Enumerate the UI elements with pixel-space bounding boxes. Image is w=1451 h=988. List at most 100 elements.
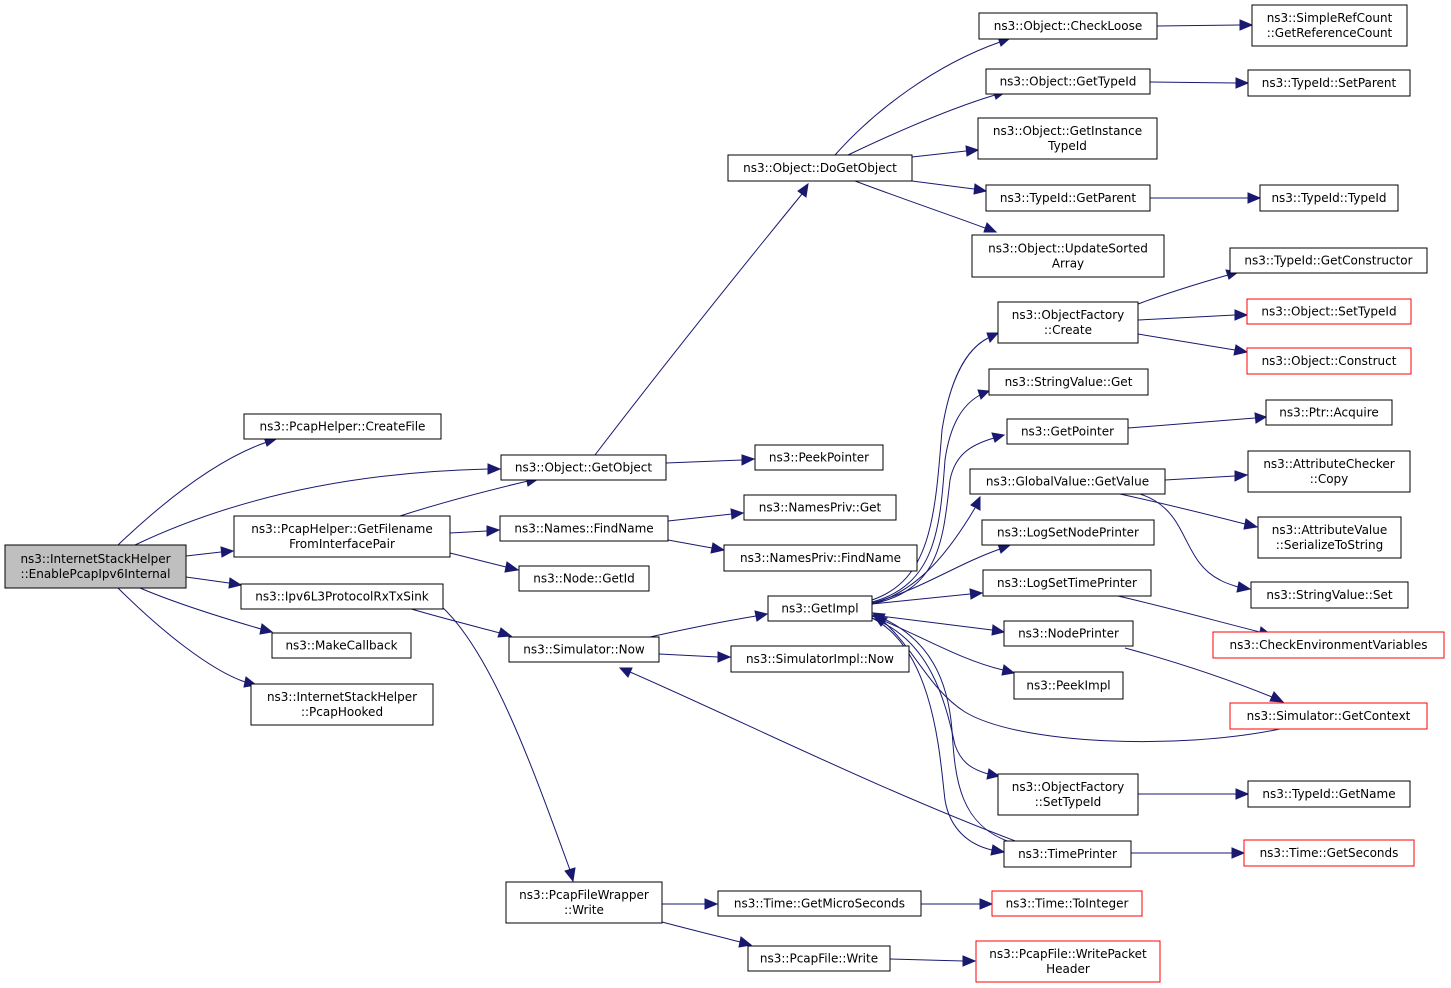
node-dogetobject[interactable]: ns3::Object::DoGetObject xyxy=(727,154,913,182)
edge-pfwwrite-getmicro xyxy=(662,898,719,910)
node-timeprinter[interactable]: ns3::TimePrinter xyxy=(1003,840,1132,868)
node-label: ns3::PcapFile::Write xyxy=(760,952,878,966)
node-makecallback[interactable]: ns3::MakeCallback xyxy=(271,632,412,659)
node-label: ns3::GlobalValue::GetValue xyxy=(986,475,1149,489)
node-label: ns3::CheckEnvironmentVariables xyxy=(1230,638,1428,652)
node-box xyxy=(243,413,442,440)
node-timegetseconds[interactable]: ns3::Time::GetSeconds xyxy=(1243,839,1415,867)
node-box xyxy=(505,881,663,924)
node-svset[interactable]: ns3::StringValue::Set xyxy=(1250,581,1409,609)
node-objsettypeid[interactable]: ns3::Object::SetTypeId xyxy=(1246,298,1412,325)
node-label: ns3::TypeId::TypeId xyxy=(1271,191,1386,205)
edge-root-ipv6sink xyxy=(185,576,243,589)
node-simimplnow[interactable]: ns3::SimulatorImpl::Now xyxy=(730,645,910,673)
node-typeidgetname[interactable]: ns3::TypeId::GetName xyxy=(1247,780,1411,808)
edge-dogetobject-getparent xyxy=(911,180,988,195)
node-avserialize[interactable]: ns3::AttributeValue::SerializeToString xyxy=(1257,516,1402,559)
node-label: ns3::StringValue::Get xyxy=(1005,375,1133,389)
node-getparent[interactable]: ns3::TypeId::GetParent xyxy=(985,184,1151,212)
node-label: ns3::Ptr::Acquire xyxy=(1279,406,1379,420)
node-pcapfilewrite[interactable]: ns3::PcapFile::Write xyxy=(747,945,891,972)
node-ipv6sink[interactable]: ns3::Ipv6L3ProtocolRxTxSink xyxy=(240,583,444,610)
node-box xyxy=(723,544,918,572)
edge-getfilename-getobject xyxy=(399,475,540,517)
node-namesprivfind[interactable]: ns3::NamesPriv::FindName xyxy=(723,544,918,572)
node-ptracquire[interactable]: ns3::Ptr::Acquire xyxy=(1265,399,1393,426)
node-checkloose[interactable]: ns3::Object::CheckLoose xyxy=(978,12,1158,40)
node-getrefcount[interactable]: ns3::SimpleRefCount::GetReferenceCount xyxy=(1251,4,1408,47)
node-objconstruct[interactable]: ns3::Object::Construct xyxy=(1246,347,1412,375)
edge-ipv6sink-pfwwrite xyxy=(439,604,576,883)
edge-timeprinter-getimpl xyxy=(871,612,1011,843)
node-label: ns3::PeekPointer xyxy=(769,451,869,465)
edge-ofsettypeid-typeidgetname xyxy=(1138,788,1250,800)
node-label: ns3::PcapFileWrapper xyxy=(519,888,649,902)
node-box xyxy=(754,444,884,471)
node-box xyxy=(997,773,1139,816)
node-getobject[interactable]: ns3::Object::GetObject xyxy=(500,454,667,481)
node-label: ::Copy xyxy=(1310,472,1349,486)
node-createfile[interactable]: ns3::PcapHelper::CreateFile xyxy=(243,413,442,440)
node-nodegetid[interactable]: ns3::Node::GetId xyxy=(518,565,650,592)
node-label: ns3::Time::GetMicroSeconds xyxy=(734,897,905,911)
edge-simnow-getimpl xyxy=(649,610,769,638)
node-box xyxy=(4,544,187,589)
node-label: ns3::Time::ToInteger xyxy=(1006,897,1129,911)
edge-root-makecallback xyxy=(139,587,274,635)
node-peekimpl[interactable]: ns3::PeekImpl xyxy=(1013,671,1124,700)
node-namesprivget[interactable]: ns3::NamesPriv::Get xyxy=(743,494,897,521)
edge-findname-namesprivget xyxy=(667,508,745,522)
node-getconstructor[interactable]: ns3::TypeId::GetConstructor xyxy=(1229,247,1428,274)
node-checkenv[interactable]: ns3::CheckEnvironmentVariables xyxy=(1212,631,1445,659)
edge-getmicro-timetointeger xyxy=(921,898,994,910)
node-label: Header xyxy=(1046,962,1090,976)
node-box xyxy=(1250,581,1409,609)
node-findname[interactable]: ns3::Names::FindName xyxy=(499,515,669,542)
node-label: ns3::ObjectFactory xyxy=(1012,780,1125,794)
edge-getimpl-nodeprinter xyxy=(871,614,1006,636)
node-box xyxy=(1003,840,1132,868)
edge-gvgetvalue-svset xyxy=(1139,493,1252,593)
node-peekpointer[interactable]: ns3::PeekPointer xyxy=(754,444,884,471)
node-logsetnode[interactable]: ns3::LogSetNodePrinter xyxy=(981,519,1155,546)
node-box xyxy=(988,368,1149,396)
node-logsettime[interactable]: ns3::LogSetTimePrinter xyxy=(982,569,1152,597)
node-typeidtypeid[interactable]: ns3::TypeId::TypeId xyxy=(1259,184,1399,212)
edge-dogetobject-getinstancetypeid xyxy=(911,145,980,158)
node-ofcreate[interactable]: ns3::ObjectFactory::Create xyxy=(997,301,1139,344)
node-getimpl[interactable]: ns3::GetImpl xyxy=(767,595,873,622)
node-simnow[interactable]: ns3::Simulator::Now xyxy=(508,636,660,663)
node-accopy[interactable]: ns3::AttributeChecker::Copy xyxy=(1247,450,1411,493)
node-simgetcontext[interactable]: ns3::Simulator::GetContext xyxy=(1229,702,1428,730)
node-getfilename[interactable]: ns3::PcapHelper::GetFilenameFromInterfac… xyxy=(233,515,451,558)
node-pcaphooked[interactable]: ns3::InternetStackHelper::PcapHooked xyxy=(250,683,434,726)
node-getpointer[interactable]: ns3::GetPointer xyxy=(1006,418,1129,445)
node-label: ns3::GetPointer xyxy=(1021,425,1114,439)
node-label: ns3::TypeId::SetParent xyxy=(1262,76,1397,90)
node-getmicro[interactable]: ns3::Time::GetMicroSeconds xyxy=(717,890,922,917)
node-box xyxy=(997,301,1139,344)
node-label: ns3::InternetStackHelper xyxy=(20,552,170,566)
node-gettypeid[interactable]: ns3::Object::GetTypeId xyxy=(985,68,1151,95)
edge-getimpl-peekimpl xyxy=(871,615,1016,676)
edge-pfwwrite-pcapfilewrite xyxy=(661,921,753,948)
node-label: Array xyxy=(1052,257,1084,271)
node-label: ::EnablePcapIpv6Internal xyxy=(21,567,171,581)
node-pfwwrite[interactable]: ns3::PcapFileWrapper::Write xyxy=(505,881,663,924)
node-root[interactable]: ns3::InternetStackHelper::EnablePcapIpv6… xyxy=(4,544,187,589)
node-ofsettypeid[interactable]: ns3::ObjectFactory::SetTypeId xyxy=(997,773,1139,816)
edge-gvgetvalue-accopy xyxy=(1164,470,1249,482)
node-box xyxy=(1003,620,1134,647)
node-setparent[interactable]: ns3::TypeId::SetParent xyxy=(1247,69,1411,97)
node-label: ::PcapHooked xyxy=(301,705,383,719)
node-label: ns3::Names::FindName xyxy=(514,522,653,536)
node-timetointeger[interactable]: ns3::Time::ToInteger xyxy=(991,890,1143,917)
node-nodeprinter[interactable]: ns3::NodePrinter xyxy=(1003,620,1134,647)
node-stringvalueget[interactable]: ns3::StringValue::Get xyxy=(988,368,1149,396)
node-gvgetvalue[interactable]: ns3::GlobalValue::GetValue xyxy=(969,468,1166,495)
node-label: ns3::Object::GetInstance xyxy=(993,124,1142,138)
node-label: ns3::Time::GetSeconds xyxy=(1260,846,1399,860)
